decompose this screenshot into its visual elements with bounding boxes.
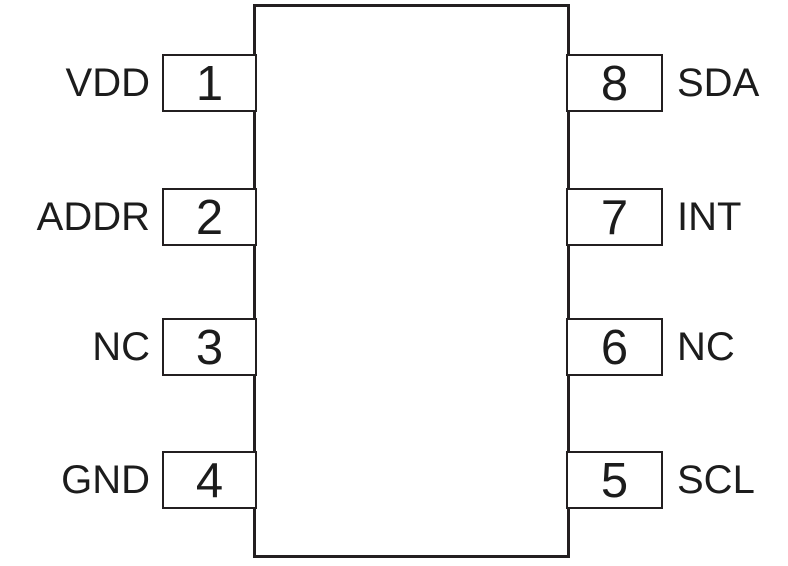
pin-2-label: ADDR (36, 195, 150, 239)
pin-7-label: INT (677, 195, 742, 239)
pin-7-box: 7 (566, 188, 663, 246)
pin-3-label: NC (92, 325, 150, 369)
ic-body (253, 4, 570, 558)
pin-5-box: 5 (566, 451, 663, 509)
pin-3-box: 3 (162, 318, 257, 376)
pin-6-label: NC (677, 325, 735, 369)
pin-4-box: 4 (162, 451, 257, 509)
pin-1-box: 1 (162, 54, 257, 112)
pin-2-number: 2 (195, 191, 224, 245)
pin-3-number: 3 (195, 321, 224, 375)
pin-5-number: 5 (600, 454, 629, 508)
pin-6-box: 6 (566, 318, 663, 376)
pin-1-label: VDD (65, 61, 150, 105)
pin-7-number: 7 (600, 191, 629, 245)
pin-1-number: 1 (195, 57, 224, 111)
pin-6-number: 6 (600, 321, 629, 375)
pin-8-label: SDA (677, 61, 760, 105)
pin-8-number: 8 (600, 57, 629, 111)
pin-5-label: SCL (677, 458, 755, 502)
pin-2-box: 2 (162, 188, 257, 246)
pin-4-label: GND (61, 458, 150, 502)
pin-8-box: 8 (566, 54, 663, 112)
pin-4-number: 4 (195, 454, 224, 508)
